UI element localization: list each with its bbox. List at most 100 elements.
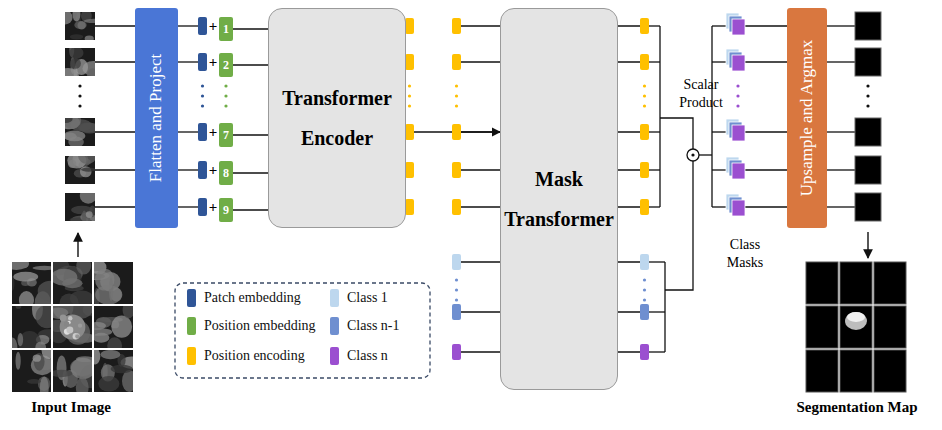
mri-tissue	[94, 350, 100, 365]
ellipsis-dot	[201, 84, 204, 87]
flow-arrow	[77, 233, 78, 257]
output-mask	[855, 193, 881, 221]
position-encoding-token	[452, 124, 461, 140]
mri-tissue	[80, 193, 95, 204]
output-mask	[855, 156, 881, 184]
flow-line	[699, 154, 712, 155]
mri-speckle	[66, 327, 73, 334]
flow-line	[827, 131, 855, 132]
class-mask	[732, 200, 745, 216]
mri-speckle	[73, 333, 79, 339]
flow-line	[745, 131, 787, 132]
position-encoding-token	[640, 199, 649, 215]
ellipsis-dot	[455, 278, 458, 281]
flow-line	[745, 61, 787, 62]
mri-tissue	[19, 291, 34, 304]
mri-speckle	[75, 334, 79, 338]
ellipsis-dot	[201, 104, 204, 107]
mri-tissue	[15, 352, 20, 370]
flow-line	[95, 169, 135, 170]
flow-line	[649, 131, 660, 132]
legend-text: Class n-1	[347, 318, 400, 334]
mri-thumbnail	[94, 262, 133, 304]
class-token	[452, 344, 461, 360]
mri-tissue	[82, 211, 86, 221]
operation-label-box: Scalar Product	[666, 76, 736, 111]
flow-line	[745, 206, 787, 207]
token-line	[233, 64, 268, 65]
legend-swatch	[330, 317, 339, 335]
legend-text: Class n	[347, 348, 388, 364]
flow-line	[712, 131, 726, 132]
mri-speckle	[68, 316, 72, 320]
mri-tissue	[13, 272, 38, 282]
flow-line	[649, 311, 665, 312]
node-title: Upsample and Argmax	[797, 40, 817, 196]
segmented-region	[845, 312, 867, 330]
flow-line	[649, 206, 660, 207]
position-encoding-token	[405, 199, 414, 215]
mri-tissue	[70, 58, 81, 69]
ellipsis-dot	[78, 84, 81, 87]
flow-line	[827, 25, 855, 26]
legend-swatch	[187, 347, 196, 365]
mri-tissue	[65, 133, 77, 140]
ellipsis-dot	[866, 84, 869, 87]
class-mask	[732, 19, 745, 35]
upsample-argmax-box: Upsample and Argmax	[787, 8, 827, 228]
mri-thumbnail	[65, 118, 95, 146]
mri-tissue	[71, 358, 92, 379]
mri-thumbnail	[53, 306, 92, 348]
mri-tissue	[53, 370, 72, 377]
mri-tissue	[76, 262, 91, 274]
class-token	[640, 304, 649, 320]
legend-frame	[175, 283, 430, 378]
class-token	[640, 344, 649, 360]
segmentation-tile	[840, 262, 872, 304]
scalar-product-symbol	[687, 149, 699, 161]
segmentation-tile	[874, 262, 906, 304]
legend-item: Class 1	[330, 288, 388, 308]
bracket-line	[665, 161, 693, 290]
mri-thumbnail	[53, 350, 92, 392]
mri-tissue	[123, 306, 133, 319]
position-embedding-token: 7	[219, 123, 233, 147]
mri-tissue	[69, 48, 83, 59]
segmentation-tile	[840, 306, 872, 348]
mri-tissue	[42, 350, 51, 359]
output-mask	[855, 118, 881, 146]
mri-tissue	[36, 306, 51, 328]
legend-text: Class 1	[347, 290, 388, 306]
plus-sign: +	[207, 160, 219, 180]
flow-line	[712, 169, 726, 170]
mri-tissue	[68, 160, 76, 168]
mri-tissue	[65, 118, 73, 123]
node-title: Flatten and Project	[147, 54, 167, 182]
segmented-region	[847, 312, 865, 322]
position-embedding-token: 8	[219, 161, 233, 185]
flow-line	[664, 262, 665, 352]
mri-tissue	[65, 130, 85, 141]
class-token	[640, 254, 649, 270]
ellipsis-dot	[78, 104, 81, 107]
ellipsis-dot	[866, 104, 869, 107]
ellipsis-dot	[643, 278, 646, 281]
mri-tissue	[40, 376, 49, 392]
ellipsis-dot	[866, 94, 869, 97]
flow-line	[178, 61, 198, 62]
mri-tissue	[100, 350, 120, 359]
segmentation-tile	[840, 350, 872, 392]
mri-speckle	[78, 324, 82, 328]
flow-line	[95, 61, 135, 62]
mri-tissue	[59, 293, 78, 304]
mri-tissue	[18, 333, 24, 346]
legend-item: Position encoding	[187, 346, 305, 366]
flow-line	[649, 169, 660, 170]
bracket-line	[660, 118, 693, 149]
ellipsis-dot	[408, 84, 411, 87]
segmentation-tile	[874, 350, 906, 392]
ellipsis-dot	[78, 94, 81, 97]
flow-line	[178, 206, 198, 207]
plus-sign-box: +	[207, 122, 219, 142]
